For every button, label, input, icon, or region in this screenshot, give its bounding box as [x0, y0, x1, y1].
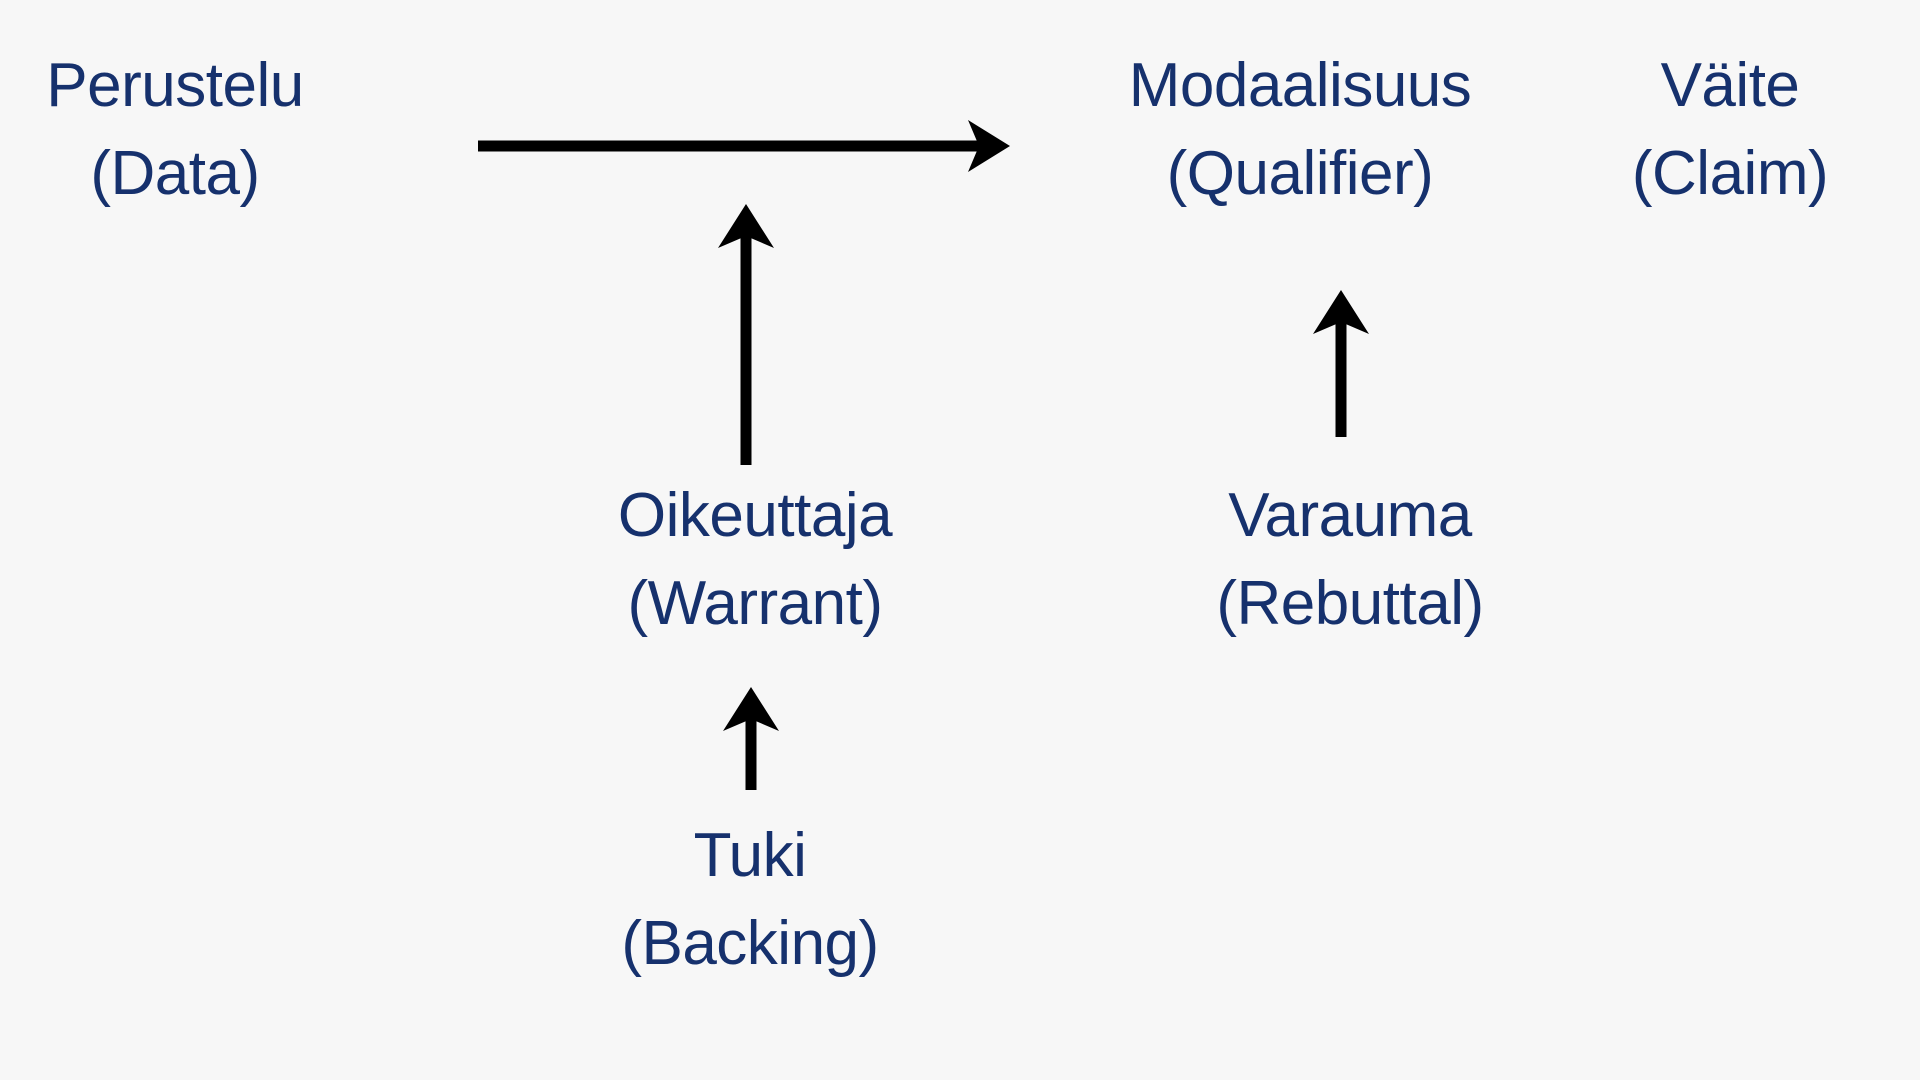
- node-qualifier-label-fi: Modaalisuus: [1128, 51, 1472, 120]
- node-rebuttal-label-fi: Varauma: [1228, 481, 1472, 550]
- node-qualifier-label-en: (Qualifier): [1166, 139, 1434, 209]
- node-warrant: Oikeuttaja (Warrant): [560, 472, 950, 648]
- warrant-to-link-arrow: [718, 204, 774, 465]
- node-claim-label-en: (Claim): [1631, 139, 1829, 209]
- node-rebuttal-label-en: (Rebuttal): [1216, 569, 1484, 639]
- node-backing-label-en: (Backing): [621, 909, 879, 979]
- backing-to-warrant-arrow-head: [723, 687, 779, 731]
- node-claim-label-fi: Väite: [1660, 51, 1800, 120]
- node-warrant-label-fi: Oikeuttaja: [617, 481, 893, 550]
- node-qualifier: Modaalisuus (Qualifier): [1090, 42, 1510, 218]
- warrant-to-link-arrow-head: [718, 204, 774, 248]
- data-to-claim-arrow: [478, 120, 1010, 172]
- rebuttal-to-qualifier-arrow: [1313, 290, 1369, 437]
- node-data-label-fi: Perustelu: [46, 51, 304, 120]
- node-warrant-label-en: (Warrant): [627, 569, 883, 639]
- node-backing-label-fi: Tuki: [693, 821, 807, 890]
- node-data: Perustelu (Data): [0, 42, 350, 218]
- node-rebuttal: Varauma (Rebuttal): [1155, 472, 1545, 648]
- backing-to-warrant-arrow: [723, 687, 779, 790]
- node-data-label-en: (Data): [90, 139, 260, 209]
- rebuttal-to-qualifier-arrow-head: [1313, 290, 1369, 334]
- data-to-claim-arrow-head: [968, 120, 1010, 172]
- node-claim: Väite (Claim): [1580, 42, 1880, 218]
- node-backing: Tuki (Backing): [575, 812, 925, 988]
